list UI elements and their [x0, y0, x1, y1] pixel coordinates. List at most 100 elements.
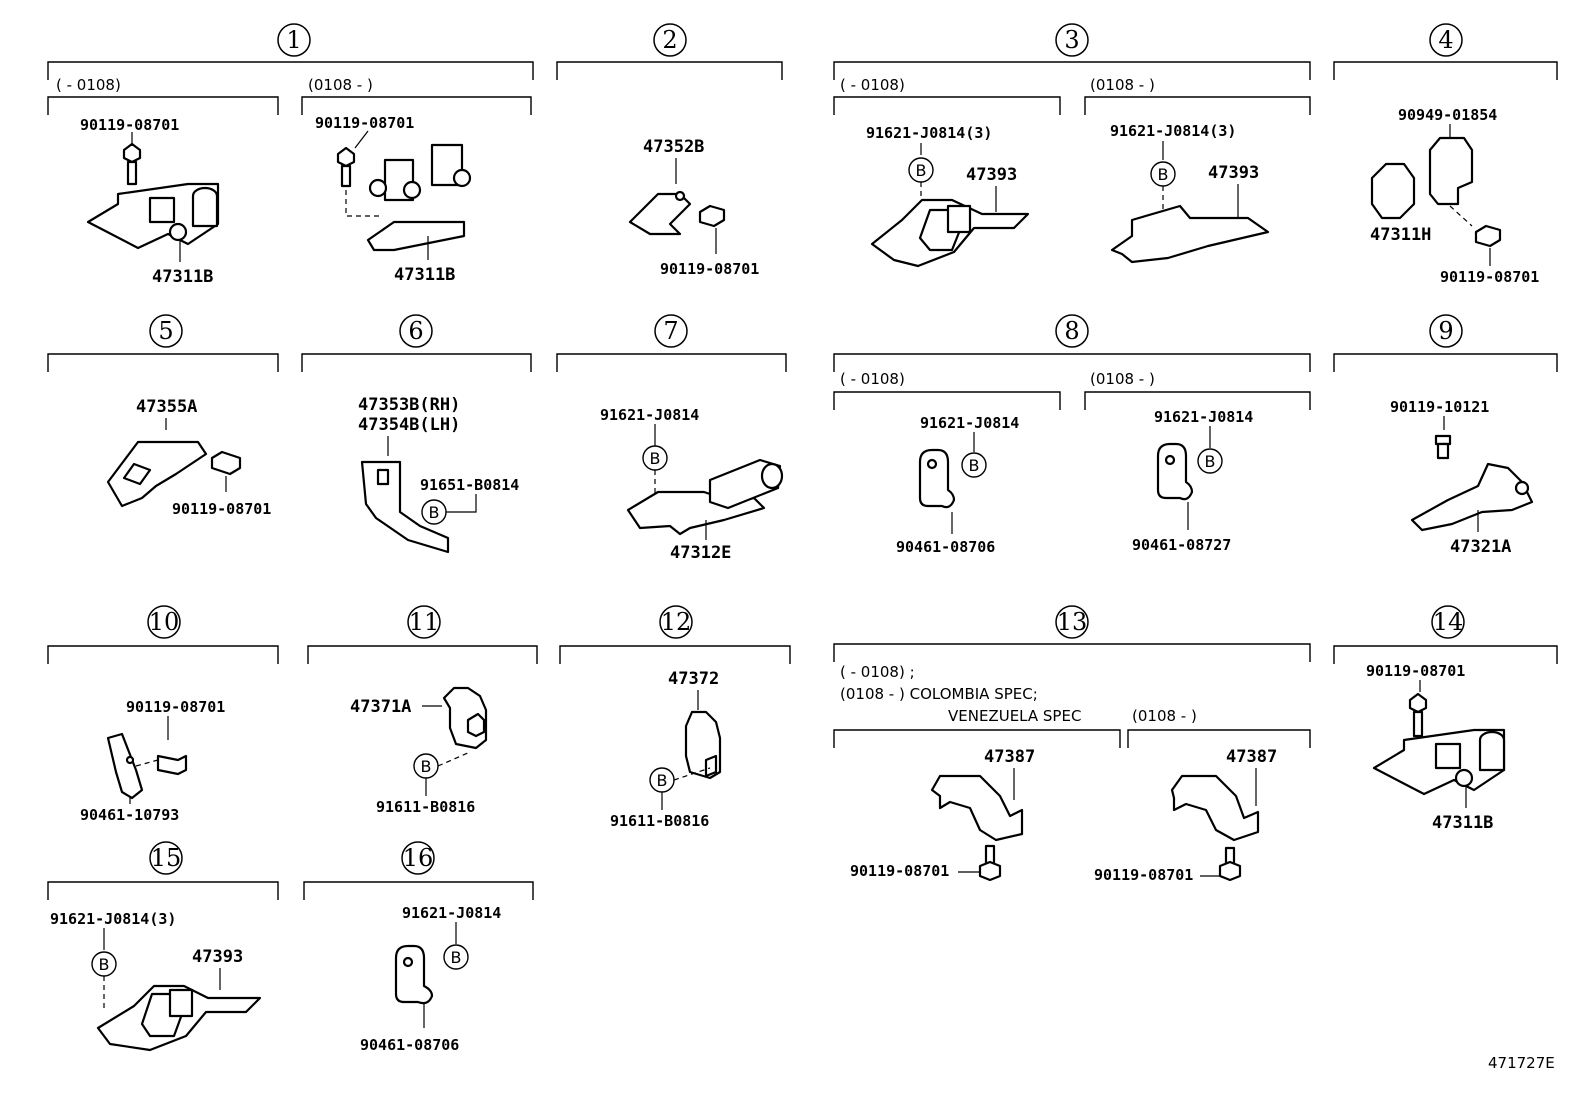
part-number: 47393 — [966, 165, 1017, 185]
part-number: 47311B — [152, 267, 213, 287]
part-number: 90461-08727 — [1132, 536, 1231, 554]
bracket-with-tube-icon — [626, 458, 784, 536]
group-10-bracket — [47, 645, 279, 664]
bolt-icon — [1434, 434, 1452, 460]
part-number: 47393 — [192, 947, 243, 967]
valve-bracket-icon — [86, 182, 220, 250]
bolt-icon — [156, 754, 188, 776]
b-callout-label: B — [451, 948, 462, 967]
bolt-icon — [336, 146, 356, 188]
group-15-number: 15 — [151, 844, 182, 872]
group-5: 5 47355A 90119-08701 — [47, 314, 279, 518]
part-number: 91621-J0814(3) — [866, 124, 992, 142]
group-6-circle — [399, 314, 433, 348]
part-number: 47353B(RH) — [358, 395, 460, 415]
group-11-circle — [407, 605, 441, 639]
group-12-circle — [659, 605, 693, 639]
group-1-range-b: (0108 - ) — [308, 76, 373, 94]
group-8-range-b: (0108 - ) — [1090, 370, 1155, 388]
bolt-icon — [1408, 692, 1428, 738]
b-callout-label: B — [1158, 165, 1169, 184]
group-7-bracket — [556, 353, 787, 372]
group-8-circle — [1055, 314, 1089, 348]
diagram-code: 471727E — [1488, 1054, 1555, 1072]
group-4-number: 4 — [1438, 26, 1453, 54]
bracket-icon — [870, 198, 1030, 268]
group-7-number: 7 — [663, 317, 678, 345]
group-5-circle — [149, 314, 183, 348]
group-1-number: 1 — [286, 26, 301, 54]
part-number: 47372 — [668, 669, 719, 689]
group-10-circle — [147, 605, 181, 639]
group-13-sub-bracket-a — [833, 729, 1121, 748]
b-callout-label: B — [429, 503, 440, 522]
clamp-icon — [1370, 136, 1474, 220]
group-15-bracket — [47, 881, 279, 900]
group-7-circle — [654, 314, 688, 348]
bracket-icon — [1110, 204, 1270, 264]
part-number: 90461-08706 — [896, 538, 995, 556]
bolt-icon — [1218, 846, 1242, 882]
group-3-number: 3 — [1064, 26, 1079, 54]
group-3-circle — [1055, 23, 1089, 57]
group-9: 9 90119-10121 47321A — [1333, 314, 1558, 557]
group-3-range-a: ( - 0108) — [840, 76, 905, 94]
group-13-note-3: VENEZUELA SPEC — [948, 707, 1081, 725]
bolt-icon — [210, 450, 242, 476]
bracket-icon — [1410, 462, 1534, 532]
group-13-bracket — [833, 643, 1311, 662]
b-callout-label: B — [657, 771, 668, 790]
group-8-range-a: ( - 0108) — [840, 370, 905, 388]
bolt-icon — [978, 844, 1002, 882]
group-14: 14 90119-08701 47311B — [1333, 605, 1558, 833]
part-number: 91611-B0816 — [610, 812, 709, 830]
group-12-bracket — [559, 645, 791, 664]
group-2-circle — [653, 23, 687, 57]
bracket-icon — [930, 774, 1024, 842]
part-number: 47321A — [1450, 537, 1511, 557]
group-16: 16 91621-J0814 B 90461-08706 — [303, 841, 534, 1054]
part-number: 90119-08701 — [1366, 662, 1465, 680]
group-1: 1 ( - 0108) (0108 - ) 90119-08701 47311B… — [47, 23, 534, 287]
clamp-icon — [684, 710, 722, 780]
group-3-sub-bracket-a — [833, 96, 1061, 115]
part-number: 91621-J0814(3) — [50, 910, 176, 928]
group-9-circle — [1429, 314, 1463, 348]
group-8: 8 ( - 0108) (0108 - ) 91621-J0814 B 9046… — [833, 314, 1311, 556]
group-11-number: 11 — [409, 608, 440, 636]
b-callout — [961, 452, 987, 478]
bracket-icon — [96, 984, 262, 1052]
part-number: 90119-08701 — [660, 260, 759, 278]
group-14-number: 14 — [1433, 608, 1464, 636]
part-number: 90119-08701 — [126, 698, 225, 716]
group-1-circle — [277, 23, 311, 57]
group-14-circle — [1431, 605, 1465, 639]
group-8-sub-bracket-a — [833, 391, 1061, 410]
group-13-circle — [1055, 605, 1089, 639]
group-10: 10 90119-08701 90461-10793 — [47, 605, 279, 824]
group-4: 4 90949-01854 47311H 90119-08701 — [1333, 23, 1558, 286]
part-number: 90119-08701 — [850, 862, 949, 880]
part-number: 47312E — [670, 543, 731, 563]
group-13-note-1: ( - 0108) ; — [840, 663, 915, 681]
group-2-bracket — [556, 61, 783, 80]
part-number: 90949-01854 — [1398, 106, 1497, 124]
group-14-bracket — [1333, 645, 1558, 664]
group-11-bracket — [307, 645, 538, 664]
group-12-number: 12 — [661, 608, 692, 636]
group-16-circle — [401, 841, 435, 875]
group-11: 11 47371A B 91611-B0816 — [307, 605, 538, 816]
group-16-bracket — [303, 881, 534, 900]
part-number: 47354B(LH) — [358, 415, 460, 435]
group-8-bracket — [833, 353, 1311, 372]
group-5-number: 5 — [158, 317, 173, 345]
group-3: 3 ( - 0108) (0108 - ) 91621-J0814(3) B 4… — [833, 23, 1311, 268]
part-number: 90119-08701 — [1094, 866, 1193, 884]
b-callout-label: B — [969, 456, 980, 475]
part-number: 47387 — [984, 747, 1035, 767]
part-number: 91621-J0814 — [1154, 408, 1253, 426]
group-12: 12 47372 B 91611-B0816 — [559, 605, 791, 830]
bracket-icon — [360, 460, 450, 554]
group-7: 7 91621-J0814 B 47312E — [556, 314, 787, 563]
part-number: 90119-08701 — [172, 500, 271, 518]
